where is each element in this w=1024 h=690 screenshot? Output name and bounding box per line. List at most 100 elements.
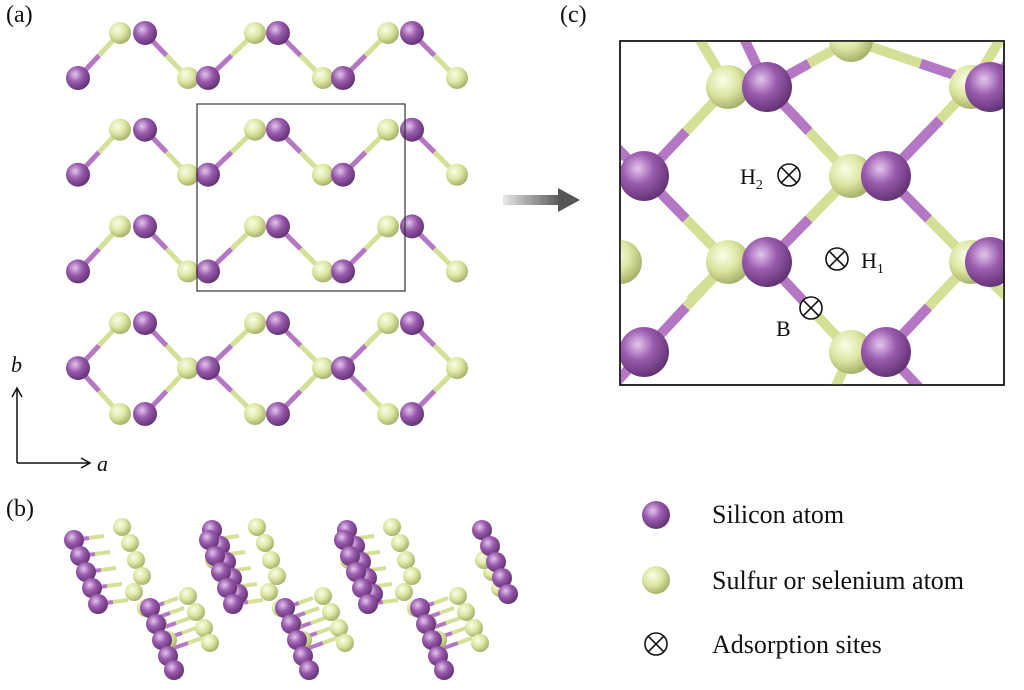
silicon-atom (133, 402, 157, 426)
silicon-atom (146, 614, 166, 634)
silicon-atom (196, 162, 220, 187)
chalcogen-atom (471, 634, 489, 652)
silicon-atom (164, 660, 184, 680)
legend-chalcogen-symbol (642, 566, 670, 594)
chalcogen-atom (177, 163, 199, 186)
chalcogen-atom (829, 154, 873, 198)
bond (181, 626, 197, 635)
silicon-atom (70, 546, 90, 566)
bond (187, 636, 203, 645)
silicon-atom (331, 162, 355, 187)
chalcogen-atom (312, 357, 334, 380)
adsorption-site-h2: H2 (740, 163, 801, 193)
bond (443, 641, 459, 650)
chalcogen-atom (377, 403, 399, 425)
bond (223, 534, 240, 540)
chalcogen-atom (177, 67, 199, 89)
chalcogen-atom (314, 587, 332, 605)
silicon-atom (196, 66, 220, 90)
bond (112, 598, 129, 604)
bond (106, 582, 123, 588)
chalcogen-atom (449, 587, 467, 605)
silicon-atom (88, 594, 108, 614)
silicon-atom (400, 21, 424, 45)
chalcogen-atom (395, 583, 413, 601)
silicon-atom (281, 614, 301, 634)
bond (94, 550, 111, 556)
legend-silicon-symbol (642, 501, 670, 529)
chalcogen-atom (260, 583, 278, 601)
chalcogen-atom (268, 567, 286, 585)
silicon-atom (223, 594, 243, 614)
chalcogen-atom (377, 118, 399, 141)
bond (88, 534, 105, 540)
bond (163, 596, 179, 605)
chalcogen-atom (248, 518, 266, 536)
chalcogen-atom (403, 567, 421, 585)
chalcogen-atom (383, 518, 401, 536)
chalcogen-atom (312, 260, 334, 283)
chalcogen-atom (829, 330, 873, 374)
silicon-atom (299, 660, 319, 680)
silicon-atom (152, 630, 172, 650)
silicon-atom (217, 578, 237, 598)
silicon-atom (742, 237, 792, 287)
bond (241, 582, 258, 588)
chalcogen-atom (446, 357, 468, 380)
bond (445, 616, 461, 625)
chalcogen-atom (312, 163, 334, 186)
silicon-atom (965, 62, 1004, 112)
bond (173, 641, 189, 650)
silicon-atom (76, 562, 96, 582)
silicon-atom (400, 402, 424, 426)
silicon-atom (331, 259, 355, 284)
silicon-atom (416, 614, 436, 634)
chalcogen-atom (113, 518, 131, 536)
chalcogen-atom (195, 619, 213, 637)
chalcogen-atom (446, 163, 468, 186)
chalcogen-atom (177, 357, 199, 380)
chalcogen-atom (465, 619, 483, 637)
panel-label-a: (a) (6, 2, 33, 28)
chalcogen-atom (377, 22, 399, 44)
silicon-atom (266, 402, 290, 426)
silicon-atom (275, 598, 295, 618)
silicon-atom (133, 117, 157, 142)
top-view-lattice (66, 21, 468, 426)
panel-label-c: (c) (560, 2, 587, 28)
chalcogen-atom (201, 634, 219, 652)
svg-text:H1: H1 (861, 248, 884, 277)
silicon-atom (861, 327, 911, 377)
silicon-atom (472, 520, 492, 540)
bond (100, 566, 117, 572)
silicon-atom (352, 578, 372, 598)
chalcogen-atom (187, 603, 205, 621)
silicon-atom (66, 356, 90, 381)
silicon-atom (82, 578, 102, 598)
silicon-atom (266, 214, 290, 239)
silicon-atom (400, 214, 424, 239)
silicon-atom (965, 237, 1004, 287)
bond (169, 606, 185, 615)
silicon-atom (287, 630, 307, 650)
chalcogen-atom (109, 403, 131, 425)
silicon-atom (434, 660, 454, 680)
silicon-atom (266, 21, 290, 45)
bond (229, 550, 246, 556)
silicon-atom (66, 66, 90, 90)
silicon-atom (742, 62, 792, 112)
bond (316, 626, 332, 635)
silicon-atom (196, 356, 220, 381)
bond (382, 598, 399, 604)
bond (433, 596, 449, 605)
adsorption-site-h1: H1 (825, 247, 884, 277)
bond (308, 641, 324, 650)
bond (358, 534, 375, 540)
chalcogen-atom (377, 215, 399, 238)
silicon-atom (620, 151, 669, 201)
bond (175, 616, 191, 625)
silicon-atom (66, 259, 90, 284)
bond (370, 566, 387, 572)
chalcogen-atom (244, 22, 266, 44)
